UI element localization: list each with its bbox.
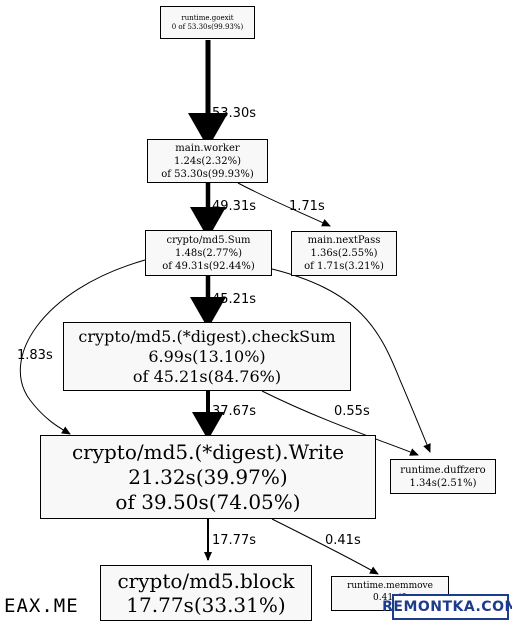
- node-flat: 1.36s(2.55%): [310, 248, 378, 259]
- node-name: runtime.memmove: [347, 581, 433, 591]
- node-runtime-goexit[interactable]: runtime.goexit 0 of 53.30s(99.93%): [160, 6, 255, 39]
- node-runtime-duffzero[interactable]: runtime.duffzero 1.34s(2.51%): [390, 459, 496, 494]
- node-crypto-md5-sum[interactable]: crypto/md5.Sum 1.48s(2.77%) of 49.31s(92…: [145, 230, 272, 276]
- edge-md5sum-duffzero: [267, 267, 431, 453]
- node-name: runtime.goexit: [181, 13, 234, 22]
- watermark-eax: EAX.ME: [4, 595, 79, 617]
- edge-label-checksum-duffzero: 0.55s: [334, 404, 370, 419]
- node-flat: 1.24s(2.32%): [174, 155, 241, 167]
- edge-worker-nextpass: [237, 182, 331, 227]
- node-cum: of 39.50s(74.05%): [115, 489, 301, 514]
- edge-label-write-block: 17.77s: [212, 533, 256, 548]
- node-cum: of 53.30s(99.93%): [161, 168, 254, 180]
- node-flat: 21.32s(39.97%): [128, 464, 288, 489]
- node-name: crypto/md5.(*digest).Write: [71, 439, 345, 464]
- node-crypto-md5-checksum[interactable]: crypto/md5.(*digest).checkSum 6.99s(13.1…: [63, 322, 351, 391]
- node-cum: of 1.71s(3.21%): [304, 261, 384, 272]
- node-cum: of 45.21s(84.76%): [132, 366, 282, 386]
- node-flat: 1.48s(2.77%): [175, 247, 242, 259]
- edge-label-worker-md5sum: 49.31s: [212, 199, 256, 214]
- node-main-nextpass[interactable]: main.nextPass 1.36s(2.55%) of 1.71s(3.21…: [291, 231, 397, 276]
- node-flat: 17.77s(33.31%): [126, 593, 286, 617]
- node-crypto-md5-write[interactable]: crypto/md5.(*digest).Write 21.32s(39.97%…: [40, 435, 376, 519]
- node-name: crypto/md5.Sum: [166, 234, 251, 246]
- edge-label-checksum-write: 37.67s: [212, 404, 256, 419]
- edge-checksum-duffzero: [261, 390, 419, 456]
- edge-md5sum-write: [19, 259, 146, 435]
- node-flat: 1.34s(2.51%): [409, 477, 477, 489]
- node-flat: 6.99s(13.10%): [148, 346, 266, 366]
- node-name: runtime.duffzero: [400, 464, 486, 476]
- node-name: main.worker: [175, 142, 240, 154]
- node-crypto-md5-block[interactable]: crypto/md5.block 17.77s(33.31%): [100, 565, 312, 621]
- edge-label-md5sum-checksum: 45.21s: [212, 292, 256, 307]
- node-name: crypto/md5.(*digest).checkSum: [78, 326, 336, 346]
- node-flat: 0.41s(0: [373, 593, 407, 603]
- edge-label-worker-nextpass: 1.71s: [289, 199, 325, 214]
- edge-label-write-memmove: 0.41s: [325, 533, 361, 548]
- edge-write-memmove: [271, 518, 379, 575]
- edge-label-md5sum-write: 1.83s: [17, 348, 53, 363]
- node-name: crypto/md5.block: [117, 569, 295, 593]
- watermark-remontka: REMONTKA.COM: [382, 594, 512, 620]
- node-main-worker[interactable]: main.worker 1.24s(2.32%) of 53.30s(99.93…: [147, 139, 268, 183]
- edge-label-goexit-worker: 53.30s: [212, 106, 256, 121]
- node-flat: 0 of 53.30s(99.93%): [171, 22, 244, 31]
- node-cum: of 49.31s(92.44%): [162, 260, 255, 272]
- node-name: main.nextPass: [307, 235, 381, 246]
